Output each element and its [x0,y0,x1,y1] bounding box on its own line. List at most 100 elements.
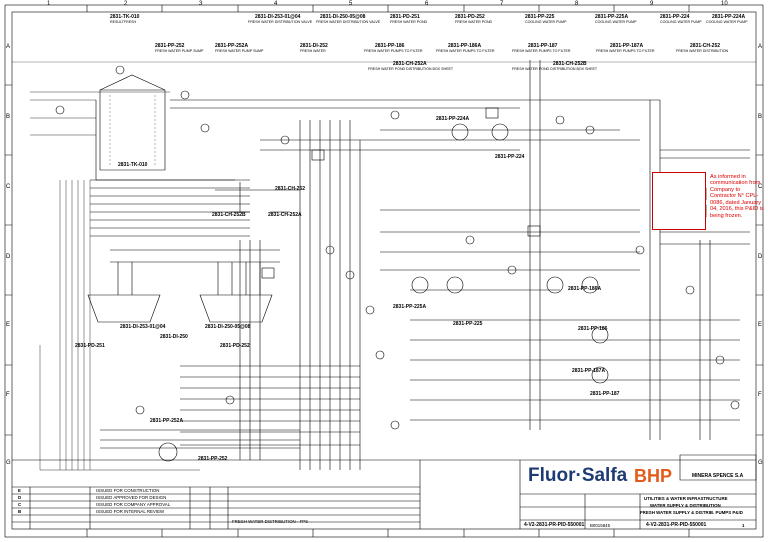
frozen-note-text: As informed in communication from Compan… [710,174,764,219]
grid-row-label: E [6,322,11,328]
equipment-desc: FRESH WATER [300,49,326,53]
equipment-tag: 2831-DI-253-01@04 [255,14,301,20]
inline-tag: 2831-CH-252 [275,186,305,192]
revision-rev: D [18,495,22,500]
revision-text: ISSUED FOR CONSTRUCTION [96,488,160,493]
sheet-number: 1 [742,523,745,528]
inline-tag: 2831-TK-010 [118,162,148,168]
inline-tag: 2831-PP-187A [572,368,605,374]
title-line-1: UTILITIES & WATER INFRASTRUCTURE [644,496,728,501]
inline-tag: 2831-PP-186 [578,326,608,332]
grid-row-label: A [6,44,11,50]
equipment-tag: 2831-CH-252 [690,43,721,49]
equipment-desc: FRESH WATER DISTRIBUTION VALVE [316,20,381,24]
equipment-tag: 2831-PP-187A [610,43,644,49]
equipment-tag: 2831-CH-252B [553,61,587,67]
inline-tag: 2831-PD-251 [75,343,105,349]
inline-tag: 2831-PP-186A [568,286,601,292]
equipment-desc: COOLING WATER PUMP [660,20,702,24]
grid-row-label: G [6,460,11,466]
grid-row-label: C [6,184,11,190]
equipment-desc: FRESH WATER POND DISTRIBUTION BOX SHEET [512,67,598,71]
revision-rev: C [18,502,22,507]
fluor-salfa-logo: Fluor·Salfa [528,465,628,486]
equipment-tag: 2831-DI-252 [300,43,328,49]
inline-tag: 2831-PD-252 [220,343,250,349]
grid-row-label: D [758,254,763,260]
inline-tag: 2831-PP-225A [393,304,426,310]
title-line-3: FRESH WATER SUPPLY & DISTRIB. PUMPS P&ID [640,510,743,515]
equipment-desc: FRESH WATER PUMPS TO FILTER [364,49,423,53]
equipment-tag: 2831-PD-252 [455,14,485,20]
grid-row-label: F [758,392,762,398]
equipment-desc: COOLING WATER PUMP [706,20,748,24]
grid-col-label: 6 [425,1,429,7]
equipment-desc: RESULTFRESH [110,20,137,24]
grid-col-label: 7 [500,1,504,7]
equipment-tag: 2831-PP-224 [660,14,690,20]
title-line-2: WATER SUPPLY & DISTRIBUTION [650,503,721,508]
equipment-tag: 2831-PP-186 [375,43,405,49]
inline-tag: 2831-DI-253-01@04 [120,324,166,330]
equipment-desc: FRESH WATER POND [455,20,493,24]
equipment-tag: 2831-CH-252A [393,61,427,67]
grid-col-label: 5 [349,1,353,7]
inline-tag: 2831-PP-187 [590,391,620,397]
inline-tag: 2831-CH-252A [268,212,302,218]
grid-row-label: E [758,322,763,328]
equipment-desc: FRESH WATER PUMP SUMP [155,49,204,53]
revision-text: ISSUED FOR INTERNAL REVIEW [96,509,165,514]
grid-row-label: C [758,184,763,190]
equipment-tag: 2831-PP-187 [528,43,558,49]
equipment-tag: 2831-PP-252A [215,43,249,49]
equipment-tag: 2831-TK-010 [110,14,140,20]
equipment-tag: 2831-DI-250-05@08 [320,14,366,20]
grid-col-label: 2 [124,1,128,7]
grid-row-label: A [758,44,763,50]
equipment-desc: FRESH WATER PUMPS TO FILTER [436,49,495,53]
equipment-tag: 2831-PP-186A [448,43,482,49]
grid-row-label: G [758,460,763,466]
grid-col-label: 9 [650,1,654,7]
document-number: 4-V2-2831-PR-PID-550001 [524,522,585,528]
grid-col-label: 3 [199,1,203,7]
revision-rev: B [18,509,22,514]
equipment-tag: 2831-PP-224A [712,14,746,20]
equipment-desc: FRESH WATER PUMP SUMP [215,49,264,53]
inline-tag: 2831-PP-225 [453,321,483,327]
grid-col-label: 10 [721,1,728,7]
equipment-desc: FRESH WATER DISTRIBUTION VALVE [248,20,313,24]
equipment-tag: 2831-PP-225A [595,14,629,20]
document-number-right: 4-V2-2831-PR-PID-550001 [646,522,707,528]
inline-tag: 2831-CH-252B [212,212,246,218]
inline-tag: 2831-PP-224 [495,154,525,160]
grid-col-label: 4 [274,1,278,7]
equipment-desc: COOLING WATER PUMP [525,20,567,24]
revision-text: ISSUED APPROVED FOR DESIGN [96,495,167,500]
inline-tag: 2831-DI-250-05@08 [205,324,251,330]
revision-text: ISSUED FOR COMPANY APPROVAL [96,502,171,507]
grid-row-label: F [6,392,10,398]
equipment-tag: 2831-PP-252 [155,43,185,49]
project-number: B0015845 [590,523,611,528]
equipment-desc: FRESH WATER PUMPS TO FILTER [596,49,655,53]
equipment-desc: FRESH WATER DISTRIBUTION [676,49,729,53]
grid-row-label: D [6,254,11,260]
bhp-logo: BHP [634,466,673,486]
revision-rev: E [18,488,21,493]
inline-tag: 2831-PP-252 [198,456,228,462]
equipment-tag: 2831-PD-251 [390,14,420,20]
inline-tag: 2831-PP-224A [436,116,469,122]
grid-col-label: 1 [47,1,51,7]
frozen-note-box [652,172,706,230]
reference-note: FRESH WATER DISTRIBUTION - FPS [232,519,309,524]
equipment-desc: FRESH WATER PUMPS TO FILTER [512,49,571,53]
equipment-desc: FRESH WATER POND [390,20,428,24]
inline-tag: 2831-DI-250 [160,334,188,340]
equipment-desc: FRESH WATER POND DISTRIBUTION BOX SHEET [368,67,454,71]
equipment-tag: 2831-PP-225 [525,14,555,20]
company-name: MINERA SPENCE S.A [692,473,744,479]
inline-tag: 2831-PP-252A [150,418,183,424]
equipment-desc: COOLING WATER PUMP [595,20,637,24]
